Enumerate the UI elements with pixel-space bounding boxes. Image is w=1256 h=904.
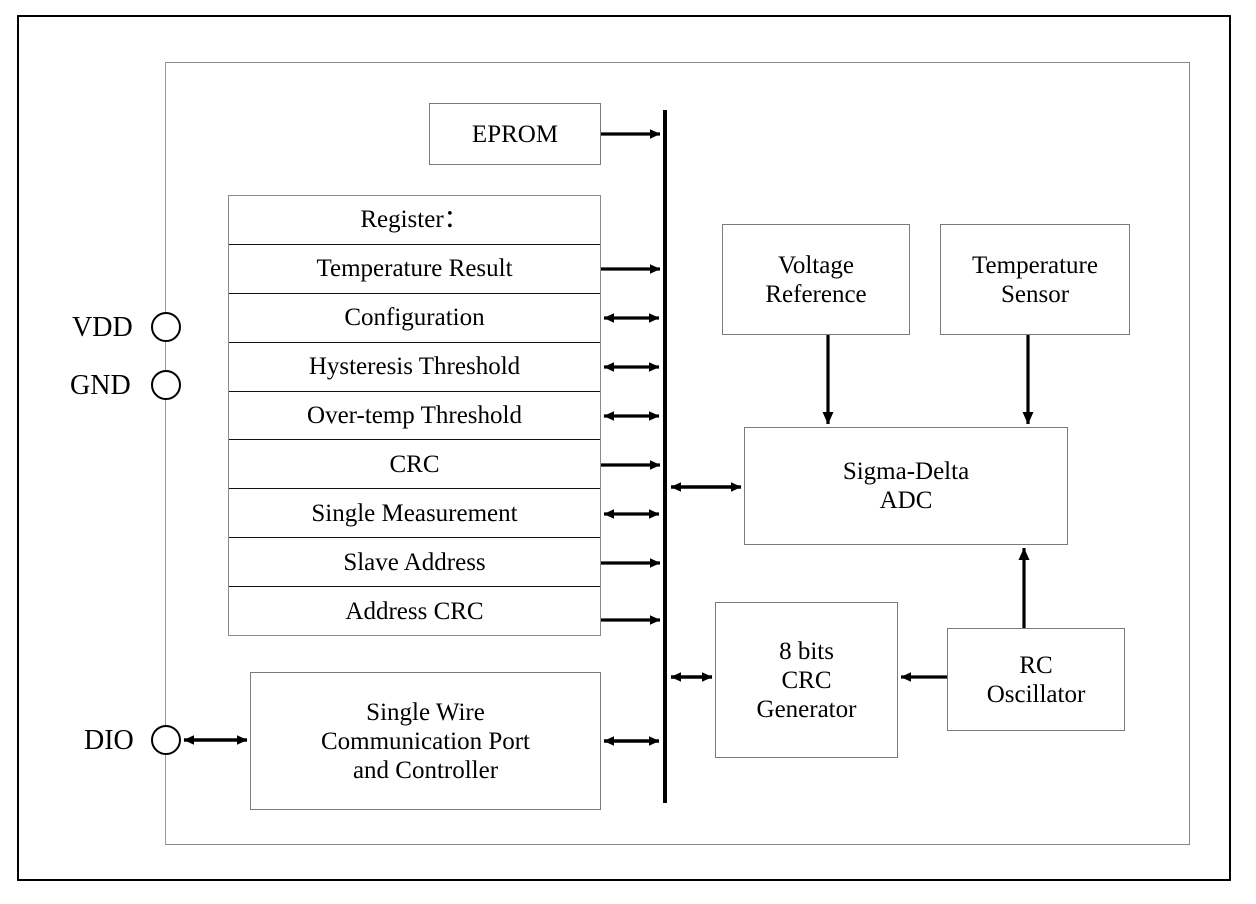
register-row-header: Register：	[229, 196, 600, 245]
outer-frame	[17, 15, 1231, 881]
block-crc-generator-line2: CRC	[781, 666, 832, 694]
register-row-label: Temperature Result	[316, 255, 513, 283]
pin-rail-lower	[165, 400, 166, 725]
block-adc-line1: Sigma-Delta	[842, 458, 970, 485]
register-row-label: Register：	[360, 206, 469, 234]
register-row-hysteresis-threshold[interactable]: Hysteresis Threshold	[229, 343, 600, 392]
internal-bus	[663, 110, 667, 803]
block-temperature-sensor[interactable]: Temperature Sensor	[940, 224, 1130, 335]
block-rc-oscillator-line2: Oscillator	[986, 680, 1086, 708]
register-row-label: Over-temp Threshold	[307, 402, 522, 429]
block-eprom-label: EPROM	[471, 120, 559, 148]
block-eprom[interactable]: EPROM	[429, 103, 601, 165]
pin-rail-upper	[165, 62, 166, 312]
block-single-wire-line3: and Controller	[352, 756, 499, 784]
block-crc-generator-line1: 8 bits	[779, 637, 834, 665]
block-crc-generator-line3: Generator	[756, 695, 857, 723]
register-row-label: CRC	[389, 450, 440, 478]
register-row-label: Address CRC	[345, 597, 484, 625]
block-adc-line2: ADC	[879, 487, 933, 514]
block-voltage-reference-line1: Voltage	[778, 251, 854, 279]
block-single-wire-line1: Single Wire	[366, 698, 485, 726]
block-temperature-sensor-line1: Temperature	[972, 251, 1098, 279]
register-row-label: Single Measurement	[311, 499, 518, 527]
block-sigma-delta-adc[interactable]: Sigma-Delta ADC	[744, 427, 1068, 545]
pin-gnd[interactable]	[151, 370, 181, 400]
register-row-temperature-result[interactable]: Temperature Result	[229, 245, 600, 294]
pin-label-gnd: GND	[70, 370, 131, 401]
block-temperature-sensor-line2: Sensor	[1000, 280, 1070, 308]
register-row-address-crc[interactable]: Address CRC	[229, 587, 600, 635]
register-row-configuration[interactable]: Configuration	[229, 294, 600, 343]
pin-label-dio: DIO	[84, 725, 134, 756]
block-single-wire-line2: Communication Port	[320, 727, 531, 755]
pin-rail-mid	[165, 342, 166, 370]
pin-label-vdd: VDD	[72, 312, 133, 343]
block-crc-generator[interactable]: 8 bits CRC Generator	[715, 602, 898, 758]
register-row-crc[interactable]: CRC	[229, 440, 600, 490]
register-stack: Register： Temperature Result Configurati…	[228, 195, 601, 636]
block-rc-oscillator-line1: RC	[1019, 651, 1053, 679]
register-row-over-temp-threshold[interactable]: Over-temp Threshold	[229, 392, 600, 441]
block-single-wire-controller[interactable]: Single Wire Communication Port and Contr…	[250, 672, 601, 810]
register-row-single-measurement[interactable]: Single Measurement	[229, 489, 600, 539]
block-voltage-reference[interactable]: Voltage Reference	[722, 224, 910, 335]
block-rc-oscillator[interactable]: RC Oscillator	[947, 628, 1125, 731]
pin-vdd[interactable]	[151, 312, 181, 342]
block-voltage-reference-line2: Reference	[765, 280, 867, 308]
register-row-label: Hysteresis Threshold	[308, 353, 521, 381]
register-row-label: Slave Address	[343, 548, 486, 576]
register-row-label: Configuration	[344, 304, 485, 332]
register-row-slave-address[interactable]: Slave Address	[229, 538, 600, 588]
pin-rail-bottom	[165, 755, 166, 845]
pin-dio[interactable]	[151, 725, 181, 755]
